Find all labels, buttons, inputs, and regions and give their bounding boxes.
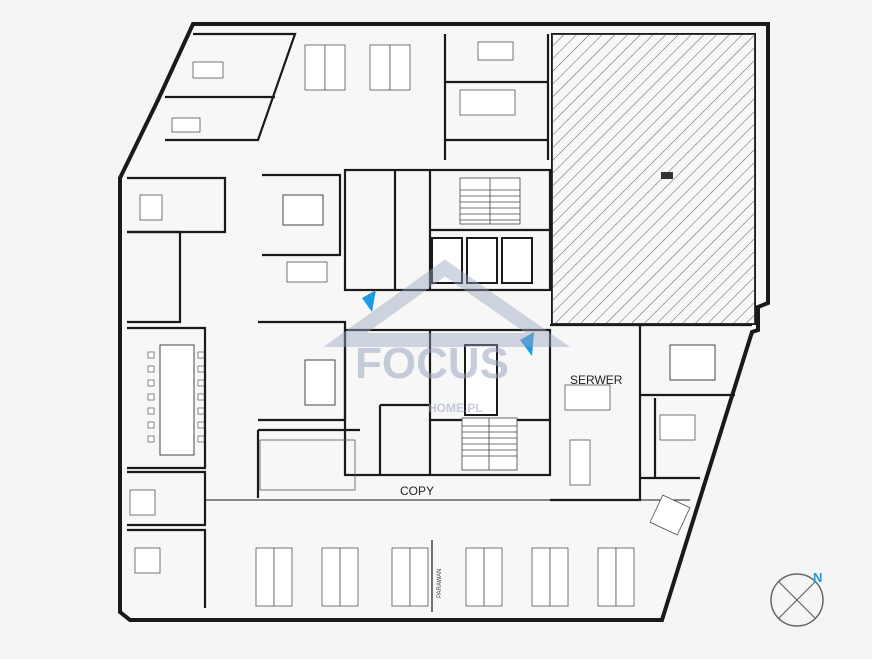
compass: N — [770, 570, 824, 627]
watermark-brand: FOCUS — [355, 339, 509, 388]
furniture — [129, 61, 696, 574]
stairs-lower — [461, 417, 518, 471]
entrance-markers — [362, 290, 534, 356]
desks-top — [304, 41, 516, 116]
compass-north-label: N — [813, 570, 822, 585]
desks-bottom — [255, 547, 635, 607]
stairs-upper — [459, 177, 521, 225]
copy-room-label: COPY — [400, 484, 434, 498]
hatched-area — [551, 33, 756, 325]
conference-table — [147, 344, 205, 456]
elevators — [431, 237, 533, 416]
meeting-table-upper — [282, 194, 716, 406]
corridor-label: PARAWAN — [437, 569, 443, 598]
server-room-label: SERWER — [570, 373, 623, 387]
watermark: FOCUS HOME.PL — [323, 259, 571, 415]
interior-walls — [127, 32, 752, 612]
watermark-sub: HOME.PL — [428, 401, 483, 415]
